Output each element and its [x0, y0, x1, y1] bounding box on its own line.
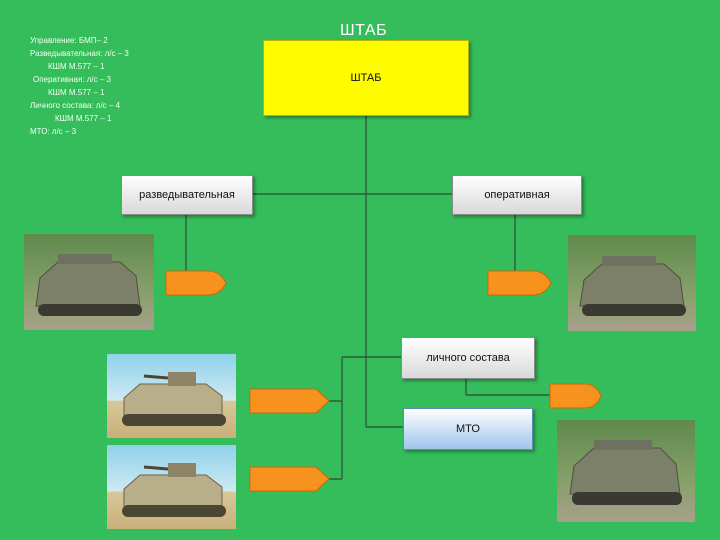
- arrow-pointer: [550, 384, 601, 408]
- ifv-photo: [107, 445, 236, 529]
- operations-box: оперативная: [452, 175, 582, 215]
- ifv-photo: [107, 354, 236, 438]
- arrow-pointer: [488, 271, 551, 295]
- mto-box: МТО: [403, 408, 533, 450]
- arrow-pointer: [166, 271, 226, 295]
- command-vehicle-photo: [24, 234, 154, 330]
- personnel-box: личного состава: [401, 337, 535, 379]
- arrow-pointer: [250, 389, 329, 413]
- command-vehicle-photo: [557, 420, 695, 522]
- recon-box: разведывательная: [121, 175, 253, 215]
- arrow-pointer: [250, 467, 329, 491]
- hq-box: ШТАБ: [263, 40, 469, 116]
- command-vehicle-photo: [568, 235, 696, 331]
